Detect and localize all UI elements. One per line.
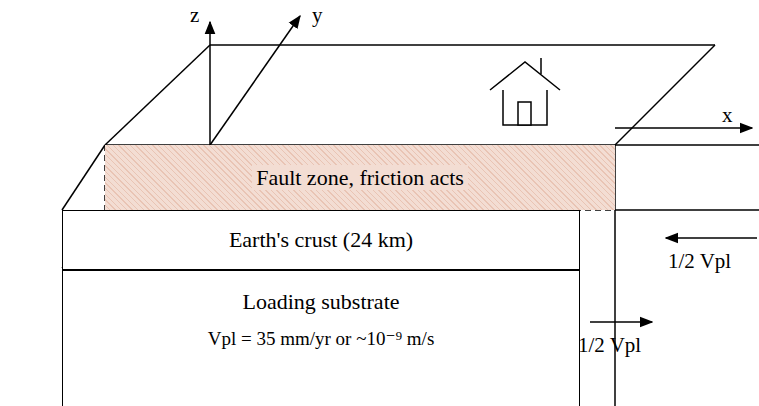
velocity-label: 1/2 Vpl [578, 334, 641, 357]
house-icon [490, 58, 560, 125]
layer-title: Earth's crust (24 km) [229, 227, 413, 252]
velocity-note: Vpl = 35 mm/yr or ~10⁻⁹ m/s [208, 328, 435, 350]
axis-label: y [312, 4, 323, 27]
velocity-arrows [590, 238, 757, 322]
axes [210, 16, 752, 145]
axis-label: z [190, 4, 199, 27]
layer-title: Fault zone, friction acts [252, 165, 468, 190]
axis-label: x [722, 104, 733, 127]
substrate-layer: Loading substrateVpl = 35 mm/yr or ~10⁻⁹… [62, 270, 580, 406]
crust-layer: Earth's crust (24 km) [62, 210, 580, 270]
fault-zone-band: Fault zone, friction acts [105, 145, 615, 210]
velocity-label: 1/2 Vpl [668, 250, 731, 273]
layer-title: Loading substrate [242, 289, 399, 314]
